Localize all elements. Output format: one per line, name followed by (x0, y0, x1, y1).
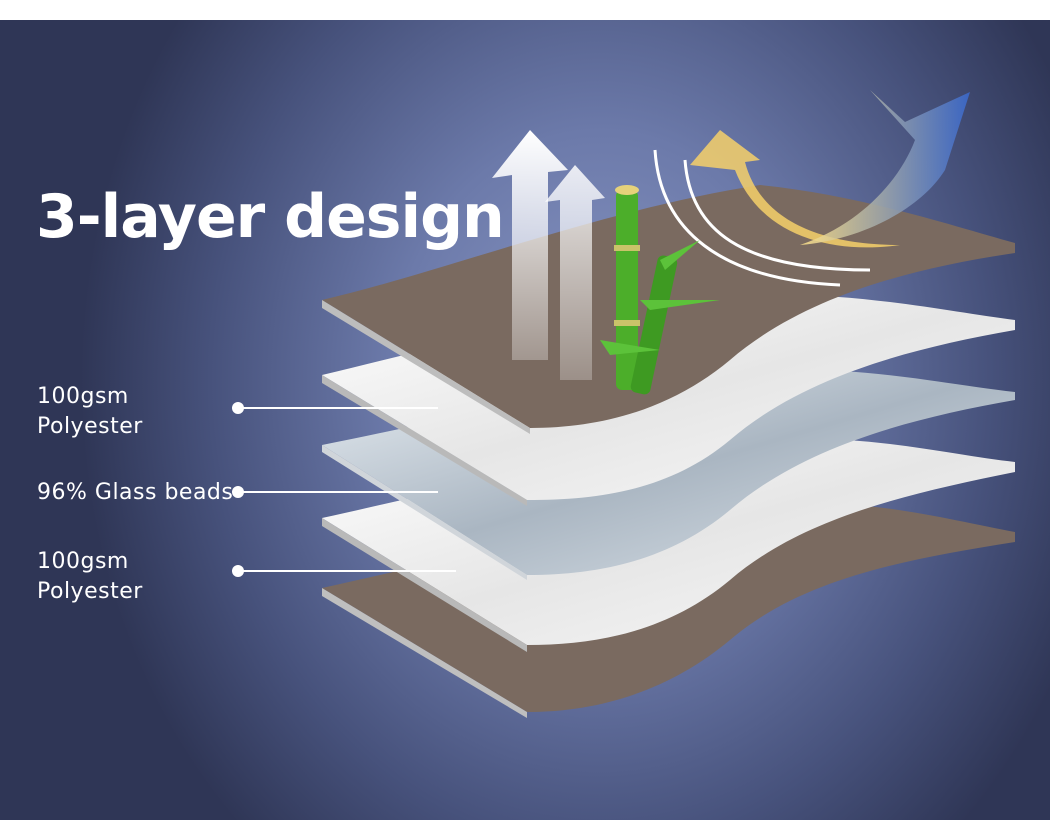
page-title: 3-layer design (36, 182, 505, 252)
label-line: Polyester (37, 579, 143, 604)
airflow-arrow-icon (492, 90, 970, 380)
product-infographic: 3-layer design 100gsm Polyester 96% Glas… (0, 20, 1050, 820)
callout-line (238, 491, 438, 493)
label-bottom-polyester: 100gsm Polyester (37, 547, 143, 607)
label-line: Polyester (37, 414, 143, 439)
label-line: 100gsm (37, 384, 129, 409)
label-line: 96% Glass beads (37, 480, 234, 505)
bamboo-icon (600, 185, 720, 395)
callout-line (238, 570, 456, 572)
callout-line (238, 407, 438, 409)
label-top-polyester: 100gsm Polyester (37, 382, 143, 442)
label-line: 100gsm (37, 549, 129, 574)
label-glass-beads: 96% Glass beads (37, 478, 233, 508)
layer-illustration (322, 90, 1015, 718)
